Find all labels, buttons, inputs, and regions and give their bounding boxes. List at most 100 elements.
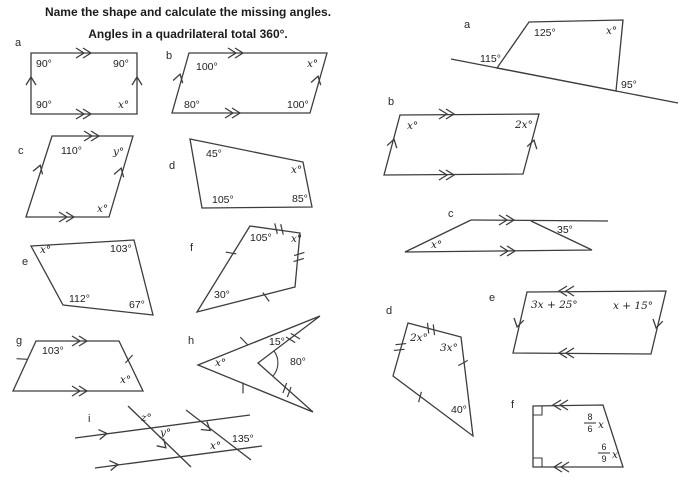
right-angle-icon <box>533 406 543 416</box>
shape-letter: b <box>166 50 172 62</box>
angle-label: 103° <box>42 345 64 357</box>
quadrilateral-outline <box>189 138 313 209</box>
quadrilateral-outline <box>29 239 154 316</box>
angle-label: 85° <box>292 193 308 205</box>
angle-label: x° <box>606 25 617 37</box>
angle-label: 45° <box>206 148 222 160</box>
parallel-line <box>94 445 263 469</box>
angle-label: 100° <box>196 61 218 73</box>
kite-outline <box>195 225 301 314</box>
shape-letter: f <box>511 399 515 411</box>
fraction-variable: x <box>612 449 618 461</box>
angle-label: x° <box>97 203 108 215</box>
angle-arc <box>272 350 279 377</box>
parallel-mark-icon <box>558 285 575 297</box>
shape-letter: e <box>22 256 28 268</box>
angle-label: 112° <box>69 293 90 305</box>
angle-label: x° <box>118 99 129 111</box>
shape-left-e-quadrilateral: e x° 103° 112° 67° <box>22 239 154 316</box>
angle-label: 90° <box>113 58 129 70</box>
angle-label: 2x° <box>409 332 428 344</box>
quadrilateral-outline <box>495 19 624 92</box>
tick-mark-icon <box>239 335 249 347</box>
shape-letter: a <box>15 37 22 49</box>
fraction-denominator: 6 <box>587 424 592 434</box>
shape-left-c-parallelogram: c 110° y° x° <box>18 130 134 223</box>
shape-right-c-trapezium: c x° 35° <box>404 208 609 257</box>
trapezium-outline <box>532 404 624 468</box>
angle-label: x° <box>120 374 131 386</box>
shape-letter: h <box>188 335 194 347</box>
shape-letter: d <box>386 305 392 317</box>
parallelogram-outline <box>171 52 328 114</box>
kite-outline <box>392 322 474 438</box>
angle-label: 35° <box>557 224 573 236</box>
angle-label: x° <box>210 440 221 452</box>
fraction-variable: x <box>598 419 604 431</box>
shape-letter: d <box>169 160 175 172</box>
arrow-mark-icon <box>526 138 540 150</box>
angle-label: y° <box>159 427 171 439</box>
arrow-mark-icon <box>650 318 664 330</box>
angle-label: 95° <box>621 79 637 91</box>
fraction-numerator: 6 <box>601 442 606 452</box>
right-angle-icon <box>533 457 543 467</box>
angle-label: 2x° <box>514 119 533 131</box>
transversal-line <box>127 405 192 468</box>
angle-label: x° <box>291 164 302 176</box>
shape-right-b-parallelogram: b x° 2x° <box>383 96 540 181</box>
angle-label: 135° <box>232 433 254 445</box>
angle-label: z° <box>140 412 152 424</box>
shape-letter: e <box>489 292 495 304</box>
tick-mark-icon <box>292 250 306 264</box>
angle-label: x° <box>215 357 226 369</box>
angle-label: 67° <box>129 299 145 311</box>
arrow-mark-icon <box>310 74 324 86</box>
extended-line <box>470 219 609 222</box>
shape-left-i-parallel-lines: i z° y° x° 135° <box>74 405 263 472</box>
angle-label: 30° <box>214 289 230 301</box>
arrowhead-outline <box>196 315 321 413</box>
trapezium-outline <box>404 219 593 253</box>
angle-label: 125° <box>534 27 556 39</box>
shape-left-a-rectangle: a 90° 90° 90° x° <box>15 37 143 120</box>
angle-label: 105° <box>250 232 272 244</box>
shape-left-g-trapezium: g 103° x° <box>11 335 145 397</box>
shape-right-e-parallelogram: e 3x + 25° x + 15° <box>489 285 667 359</box>
angle-label: x° <box>407 120 418 132</box>
rectangle-outline <box>30 52 138 115</box>
angle-label: 105° <box>212 194 234 206</box>
angle-label: 40° <box>451 404 467 416</box>
trapezium-outline <box>11 340 145 392</box>
arrow-mark-icon <box>113 166 127 178</box>
parallelogram-outline <box>25 135 134 218</box>
angle-label: 90° <box>36 99 52 111</box>
shape-letter: c <box>18 145 24 157</box>
parallel-line <box>74 414 251 439</box>
angle-label: 115° <box>480 53 501 65</box>
angle-label: y° <box>112 146 124 158</box>
shape-left-f-kite: f 105° x° 30° <box>190 222 306 314</box>
angle-label: 90° <box>36 58 52 70</box>
angle-label: 3x° <box>440 342 458 354</box>
shape-letter: c <box>448 208 454 220</box>
angle-label: x° <box>431 239 442 251</box>
shape-letter: g <box>16 335 22 347</box>
parallelogram-outline <box>512 290 667 355</box>
fraction-numerator: 8 <box>587 412 592 422</box>
angle-label: 110° <box>61 145 82 157</box>
shape-right-d-kite: d 2x° 3x° 40° <box>386 305 474 438</box>
worksheet-title: Name the shape and calculate the missing… <box>44 5 332 19</box>
angle-label: x° <box>40 244 51 256</box>
shape-letter: b <box>388 96 394 108</box>
angle-label: 3x + 25° <box>531 299 578 311</box>
angle-label: 103° <box>110 243 132 255</box>
angle-label: x° <box>291 233 302 245</box>
angle-label: 15° <box>269 336 285 348</box>
angle-label: 80° <box>184 99 200 111</box>
angle-label: 80° <box>290 356 306 368</box>
shape-letter: i <box>88 413 90 425</box>
shape-right-f-trapezium: f 8 6 x 6 9 x <box>511 399 624 473</box>
transversal-line <box>185 409 252 461</box>
